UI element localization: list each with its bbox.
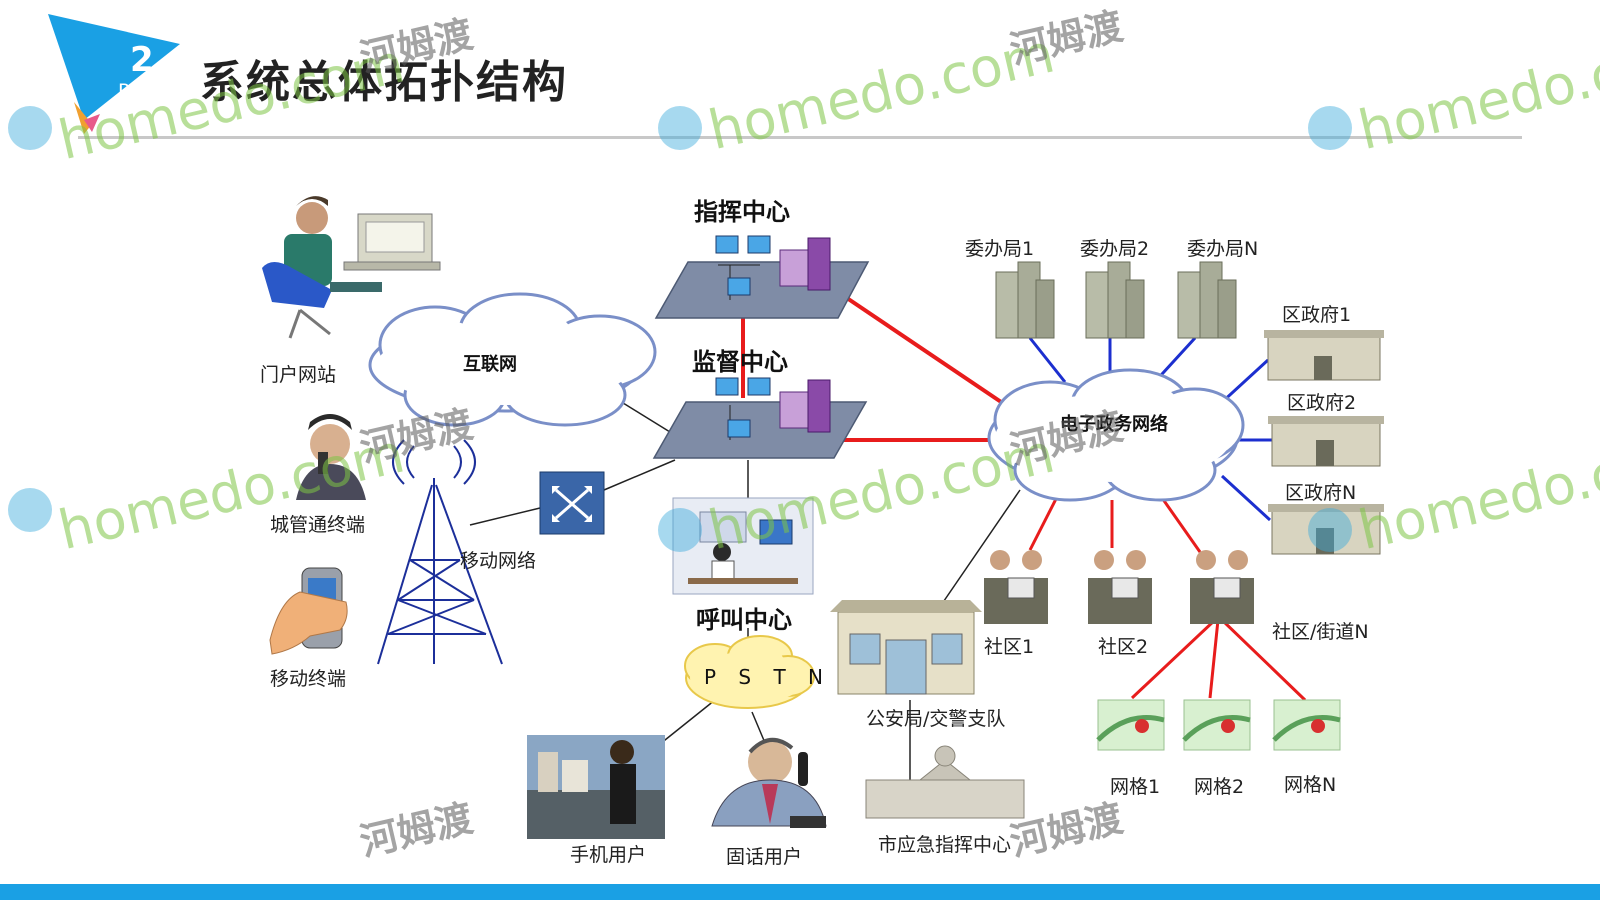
landline-user-icon (711, 738, 827, 828)
community-1-label: 社区1 (984, 636, 1035, 658)
grid-1-label: 网格1 (1110, 776, 1161, 798)
portal-user-icon (262, 196, 441, 339)
link-communityn-grid1 (1130, 618, 1217, 700)
district-gov-n-building-icon (1268, 504, 1384, 555)
badge-triangle-icon (48, 14, 180, 134)
internet-label: 互联网 (463, 354, 517, 375)
command-center-label: 指挥中心 (694, 198, 790, 226)
link-communityn-grid2 (1208, 619, 1220, 699)
grid-2-map-icon (1182, 699, 1251, 751)
bureau-2-building-icon (1085, 261, 1145, 339)
egov-cloud-icon (987, 368, 1245, 502)
district-gov-n-label: 区政府N (1285, 482, 1357, 504)
link-egov-community1 (1028, 494, 1060, 551)
mobile-network-label: 移动网络 (460, 550, 537, 572)
bureau-n-label: 委办局N (1187, 238, 1259, 260)
pstn-label: P S T N (704, 665, 832, 689)
mobile-user-label: 手机用户 (570, 844, 647, 866)
district-gov-1-label: 区政府1 (1282, 304, 1352, 326)
supervision-center-platform-icon (652, 377, 868, 459)
bottom-accent-bar (0, 884, 1600, 900)
city-terminal-label: 城管通终端 (270, 514, 366, 536)
emergency-center-label: 市应急指挥中心 (878, 834, 1012, 856)
district-gov-2-building-icon (1268, 416, 1384, 467)
page-title: 系统总体拓扑结构 (200, 57, 568, 108)
community-n-people-icon (1190, 550, 1254, 624)
district-gov-2-label: 区政府2 (1287, 392, 1357, 414)
mobile-terminal-icon (269, 567, 348, 655)
portal-label: 门户网站 (260, 364, 337, 386)
link-egov-communityn (1158, 494, 1202, 553)
link-communityn-gridn (1220, 618, 1307, 702)
link-egov-district1 (1218, 358, 1270, 406)
grid-n-label: 网格N (1284, 774, 1337, 796)
part-badge: 2 PART (48, 14, 198, 134)
badge-part-label: PART (118, 80, 165, 102)
grid-1-map-icon (1096, 699, 1165, 751)
link-egov-districtn (1220, 474, 1272, 522)
police-label: 公安局/交警支队 (866, 708, 1006, 730)
emergency-center-building-icon (865, 745, 1025, 819)
link-tower-mobile (469, 507, 541, 526)
link-command-egov (833, 288, 1012, 410)
community-n-label: 社区/街道N (1272, 621, 1369, 643)
city-terminal-user-icon (296, 414, 366, 500)
mobile-user-photo-icon (527, 735, 665, 839)
supervision-center-label: 监督中心 (692, 348, 788, 376)
bureau-1-label: 委办局1 (965, 238, 1035, 260)
link-egov-bureau1 (1028, 337, 1067, 383)
mobile-network-switch-icon (539, 471, 605, 535)
bureau-n-building-icon (1177, 261, 1237, 339)
pstn-cloud-icon (684, 635, 815, 709)
community-1-people-icon (984, 550, 1048, 624)
bureau-1-building-icon (995, 261, 1055, 339)
egov-network-label: 电子政务网络 (1060, 414, 1168, 435)
link-egov-police (934, 489, 1021, 615)
command-center-platform-icon (654, 235, 870, 319)
mobile-terminal-label: 移动终端 (270, 668, 347, 690)
badge-number: 2 (130, 40, 154, 80)
landline-user-label: 固话用户 (726, 846, 803, 868)
community-2-people-icon (1088, 550, 1152, 624)
district-gov-1-building-icon (1264, 330, 1384, 381)
grid-n-map-icon (1272, 699, 1341, 751)
links (469, 288, 1307, 790)
bureau-2-label: 委办局2 (1080, 238, 1150, 260)
watermark-flower-logos (8, 106, 1352, 552)
grid-2-label: 网格2 (1194, 776, 1245, 798)
police-building-icon (830, 600, 982, 695)
signal-tower-icon (377, 439, 503, 665)
internet-cloud-icon (368, 292, 657, 427)
call-center-label: 呼叫中心 (696, 606, 792, 634)
link-mobile-supervision (603, 459, 676, 491)
call-center-icon (672, 497, 814, 595)
community-2-label: 社区2 (1098, 636, 1149, 658)
title-divider (78, 136, 1522, 139)
